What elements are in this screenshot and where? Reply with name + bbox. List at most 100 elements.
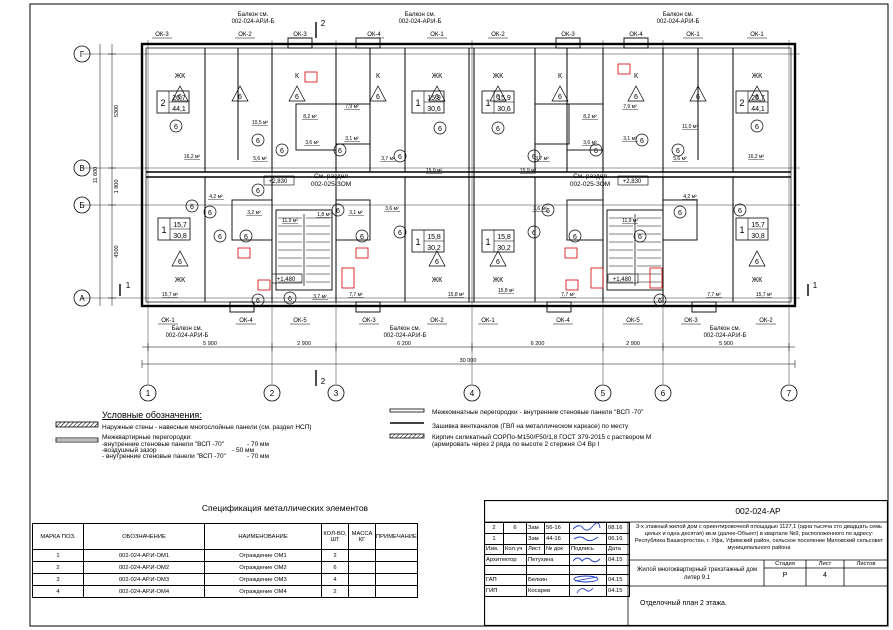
- stamp-cell: 44-16: [544, 533, 570, 545]
- stamp-cell: 04.15: [606, 585, 630, 598]
- stamp-cell: 08.16: [606, 522, 630, 534]
- finish-tag: 6: [755, 124, 759, 131]
- room-area: 4,2 м²: [209, 194, 223, 200]
- room-area: 11,0 м²: [682, 124, 698, 130]
- room-label-living: ЖК: [752, 277, 763, 284]
- finish-triangle: [689, 85, 707, 102]
- finish-tag: 6: [634, 94, 638, 101]
- room-area: 3,7 м²: [535, 156, 549, 162]
- room-area: 1,8 м²: [317, 212, 331, 218]
- apartment-total-area: 30,6: [497, 106, 511, 113]
- stamp-cell: Зам: [526, 522, 545, 534]
- apartment-living-area: 15,8: [427, 234, 441, 241]
- balcony-slab: [355, 301, 381, 313]
- balcony-ref: Балкон см.: [405, 12, 436, 18]
- window-label-bottom: ОК-3: [362, 318, 376, 324]
- finish-tag: 6: [208, 210, 212, 217]
- elevation-label: +1,480: [277, 277, 296, 283]
- finish-tag: 6: [573, 234, 577, 241]
- apartment-total-area: 30,6: [427, 106, 441, 113]
- finish-tag: 6: [496, 259, 500, 266]
- spec-title: Спецификация металлических элементов: [201, 503, 369, 513]
- stamp-person-row: ГАП Белкин 04.15: [484, 574, 630, 587]
- stamp-sheets-header: Листов: [856, 561, 876, 567]
- stamp-cell: ГИП: [484, 585, 527, 598]
- grid-label-col: 4: [470, 389, 475, 398]
- stamp-cell: 06.16: [606, 533, 630, 545]
- apartment-total-area: 30,2: [427, 245, 441, 252]
- stamp-rev-row: 2 6 Зам 56-16 08.16: [484, 522, 630, 534]
- legend-swatches-right: [389, 408, 425, 439]
- elevation-label: +2,830: [269, 179, 288, 185]
- spec-cell: [375, 561, 418, 574]
- apartment-rooms: 1: [739, 225, 744, 235]
- grid-label-row: В: [79, 164, 84, 173]
- room-area: 10,5 м²: [252, 120, 269, 126]
- finish-tag: 6: [256, 138, 260, 145]
- window-label-top: ОК-1: [750, 32, 764, 38]
- finish-tag: 6: [174, 124, 178, 131]
- finish-tag: 6: [496, 94, 500, 101]
- spec-header: НАИМЕНОВАНИЕ: [204, 523, 322, 550]
- stamp-cell: Белкин: [526, 574, 570, 587]
- grid-bubble-col: [327, 384, 345, 402]
- window-label-top: ОК-3: [293, 32, 307, 38]
- spec-cell: 4: [321, 573, 349, 586]
- room-area: 7,9 м²: [345, 104, 359, 110]
- room-label-living: ЖК: [175, 277, 186, 284]
- spec-header: КОЛ-ВО, ШТ: [321, 523, 349, 550]
- stamp-cell: ГАП: [484, 574, 527, 587]
- balcony-ref: 002-024-АР.И-Б: [166, 333, 209, 339]
- room-area: 3,1 м²: [349, 210, 363, 216]
- finish-circle: [635, 133, 649, 147]
- spec-cell: 002-024-АР.И-ОМ4: [83, 585, 205, 598]
- room-label-kitchen: К: [295, 73, 300, 80]
- stamp-signature: [569, 585, 607, 598]
- finish-tag: 6: [360, 234, 364, 241]
- stamp-sheet: 4: [823, 572, 827, 579]
- room-label-living: ЖК: [493, 73, 504, 80]
- room-area: 3,6 м²: [305, 140, 319, 146]
- stamp-cell: 56-16: [544, 522, 570, 534]
- legend-swatch-brick: [389, 433, 425, 439]
- stamp-person-row: ГИП Косарев 04.15: [484, 585, 630, 598]
- apartment-living-area: 15,7: [751, 222, 765, 229]
- finish-tag: 6: [190, 204, 194, 211]
- spec-cell: 4: [32, 585, 84, 598]
- red-marker: [341, 267, 355, 289]
- room-label-living: ЖК: [493, 277, 504, 284]
- grid-label-row: А: [79, 294, 85, 303]
- dim-text: 2 900: [297, 341, 311, 347]
- room-area: 8,2 м²: [583, 114, 597, 120]
- spec-header: МАССА КГ: [348, 523, 376, 550]
- finish-tag: 6: [738, 208, 742, 215]
- finish-circle: [275, 143, 289, 157]
- stamp-cell: Косарев: [526, 585, 570, 598]
- balcony-ref: 002-024-АР.И-Б: [232, 19, 275, 25]
- stamp-cell: Кол.уч: [503, 544, 527, 555]
- legend-title: Условные обозначения:: [102, 410, 202, 420]
- finish-circle: [355, 229, 369, 243]
- spec-cell: [348, 561, 376, 574]
- finish-tag: 6: [295, 94, 299, 101]
- finish-tag: 6: [435, 94, 439, 101]
- legend-outer-wall: Наружные стены - навесные многослойные п…: [102, 424, 312, 431]
- finish-triangle: [288, 85, 306, 102]
- spec-cell: [348, 573, 376, 586]
- spec-cell: Ограждение ОМ3: [204, 573, 322, 586]
- finish-tag: 6: [218, 234, 222, 241]
- apartment-total-area: 44,1: [172, 106, 186, 113]
- finish-triangle: [551, 85, 569, 102]
- apartment-rooms: 1: [485, 237, 490, 247]
- section-ref: 002-025-ЗОМ: [311, 181, 351, 188]
- stamp-cell: Петухина: [526, 553, 570, 566]
- room-area: 15,8 м²: [498, 288, 515, 294]
- grid-label-col: 6: [661, 389, 666, 398]
- finish-tag: 6: [532, 154, 536, 161]
- outer-wall: [140, 42, 797, 308]
- finish-circle: [203, 205, 217, 219]
- room-label-kitchen: К: [558, 73, 563, 80]
- spec-cell: [375, 585, 418, 598]
- grid-bubble-row: [73, 159, 91, 177]
